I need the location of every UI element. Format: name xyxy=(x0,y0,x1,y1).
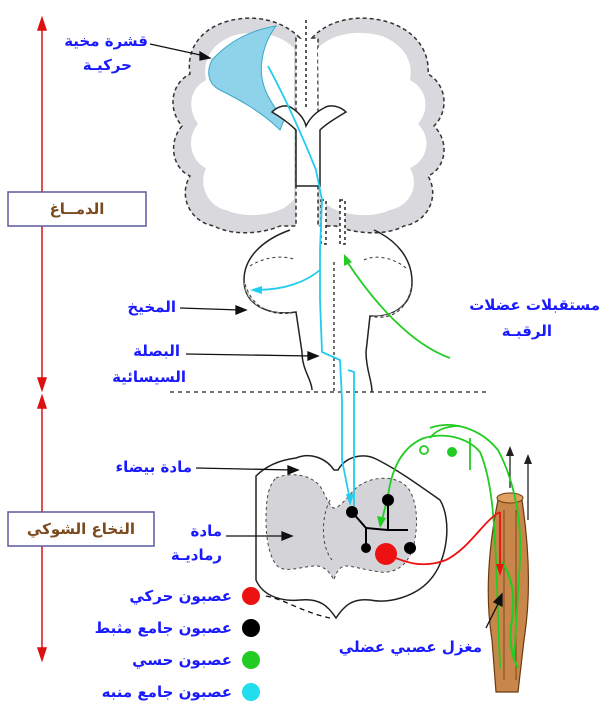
medulla-label-1: البصلة xyxy=(133,342,180,360)
legend-item-excitatory: عصبون جامع منبه xyxy=(102,683,260,701)
legend-swatch-excitatory xyxy=(242,683,260,701)
legend-item-sensory: عصبون حسي xyxy=(132,651,260,669)
motor-neuron-body xyxy=(375,543,397,565)
inhibitory-interneurons xyxy=(346,494,416,554)
brain-label-box: الدمــاغ xyxy=(7,191,147,227)
motor-cortex-region xyxy=(208,25,285,131)
brain-label: الدمــاغ xyxy=(50,200,105,218)
legend-swatch-inhibitory xyxy=(242,619,260,637)
structure-labels: قشرة مخية حركيـة المخيخ مستقبلات عضلات ا… xyxy=(64,32,600,656)
legend-item-motor: عصبون حركي xyxy=(129,587,260,605)
spinal-cord-label: النخاع الشوكي xyxy=(27,520,135,538)
white-matter-label: مادة بيضاء xyxy=(115,458,192,476)
neck-receptors-label-2: الرقبـة xyxy=(502,322,552,340)
legend: عصبون حركي عصبون جامع مثبط عصبون حسي عصب… xyxy=(95,587,260,701)
gray-matter-label-1: مادة xyxy=(191,522,222,540)
cerebellum-label: المخيخ xyxy=(127,298,176,316)
leader-lines xyxy=(149,43,503,629)
neck-receptors-label-1: مستقبلات عضلات xyxy=(469,296,600,314)
motor-cortex-label-2: حركيـة xyxy=(83,56,132,74)
spinal-label-box: النخاع الشوكي xyxy=(7,511,155,547)
excitatory-pathway xyxy=(250,65,355,506)
motor-pathway xyxy=(385,511,504,576)
muscle-spindle xyxy=(487,446,532,693)
legend-label-inhibitory: عصبون جامع مثبط xyxy=(95,619,232,637)
muscle-spindle-label: مغزل عصبي عضلي xyxy=(339,638,482,656)
legend-swatch-motor xyxy=(242,587,260,605)
brain-section xyxy=(170,17,490,393)
spinal-cord-section xyxy=(255,454,448,620)
legend-label-motor: عصبون حركي xyxy=(129,587,232,605)
legend-swatch-sensory xyxy=(242,651,260,669)
legend-label-sensory: عصبون حسي xyxy=(132,651,232,669)
legend-item-inhibitory: عصبون جامع مثبط xyxy=(95,619,260,637)
gray-matter-label-2: رماديـة xyxy=(171,546,222,564)
legend-label-excitatory: عصبون جامع منبه xyxy=(102,683,232,701)
medulla-label-2: السيسائية xyxy=(112,368,186,386)
motor-cortex-label-1: قشرة مخية xyxy=(64,32,148,50)
